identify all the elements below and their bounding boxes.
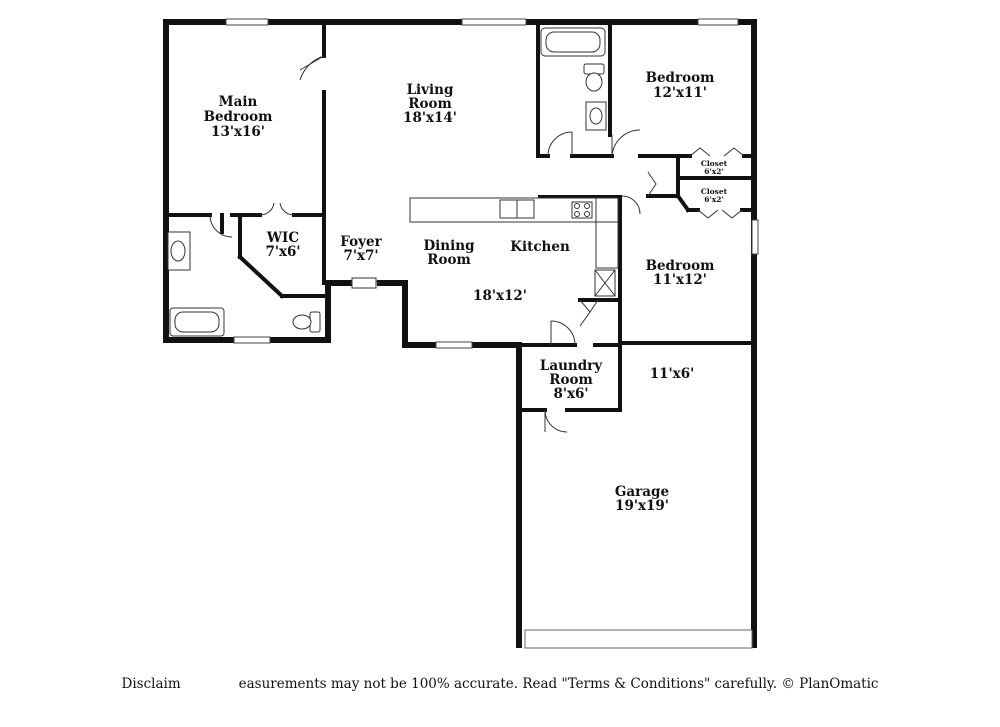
main-bedroom-label: Main [219, 94, 258, 110]
disclaimer-part-2: easurements may not be 100% accurate. Re… [238, 676, 879, 692]
garage-dims: 19'x19' [615, 498, 669, 514]
fixtures [167, 27, 619, 337]
garage-extension-dims: 11'x6' [650, 366, 695, 382]
wic-label: WIC [266, 230, 299, 246]
bedroom-ne-label: Bedroom [646, 70, 715, 86]
living-room-dims: 18'x14' [403, 110, 457, 126]
windows [225, 18, 759, 649]
main-bedroom-label-2: Bedroom [204, 109, 273, 125]
laundry-room-dims: 8'x6' [553, 386, 588, 402]
laundry-room-label: Laundry [540, 358, 603, 374]
dining-room-label: Dining [423, 238, 475, 254]
laundry-room-label-2: Room [549, 372, 593, 388]
kitchen-dims: 18'x12' [473, 288, 527, 304]
doors [209, 55, 745, 433]
garage-label: Garage [615, 484, 669, 500]
foyer-label: Foyer [340, 234, 382, 250]
closet-2-dims: 6'x2' [704, 195, 724, 204]
bedroom-e-dims: 11'x12' [653, 272, 707, 288]
kitchen-label: Kitchen [510, 239, 570, 255]
dining-room-label-2: Room [427, 252, 471, 268]
closet-1-dims: 6'x2' [704, 167, 724, 176]
living-room-label-2: Room [408, 96, 452, 112]
interior-walls [166, 24, 754, 412]
living-room-label: Living [407, 82, 454, 98]
disclaimer-text: Disclaim easurements may not be 100% accu… [0, 676, 1000, 692]
foyer-dims: 7'x7' [343, 248, 378, 264]
closet-2-label: Closet [701, 187, 728, 196]
room-labels: Main Bedroom 13'x16' Living Room 18'x14'… [204, 70, 728, 514]
bedroom-ne-dims: 12'x11' [653, 85, 707, 101]
wic-dims: 7'x6' [265, 244, 300, 260]
main-bedroom-dims: 13'x16' [211, 124, 265, 140]
disclaimer-part-1: Disclaim [121, 676, 181, 692]
bedroom-e-label: Bedroom [646, 258, 715, 274]
closet-1-label: Closet [701, 159, 728, 168]
exterior-walls [163, 19, 757, 648]
